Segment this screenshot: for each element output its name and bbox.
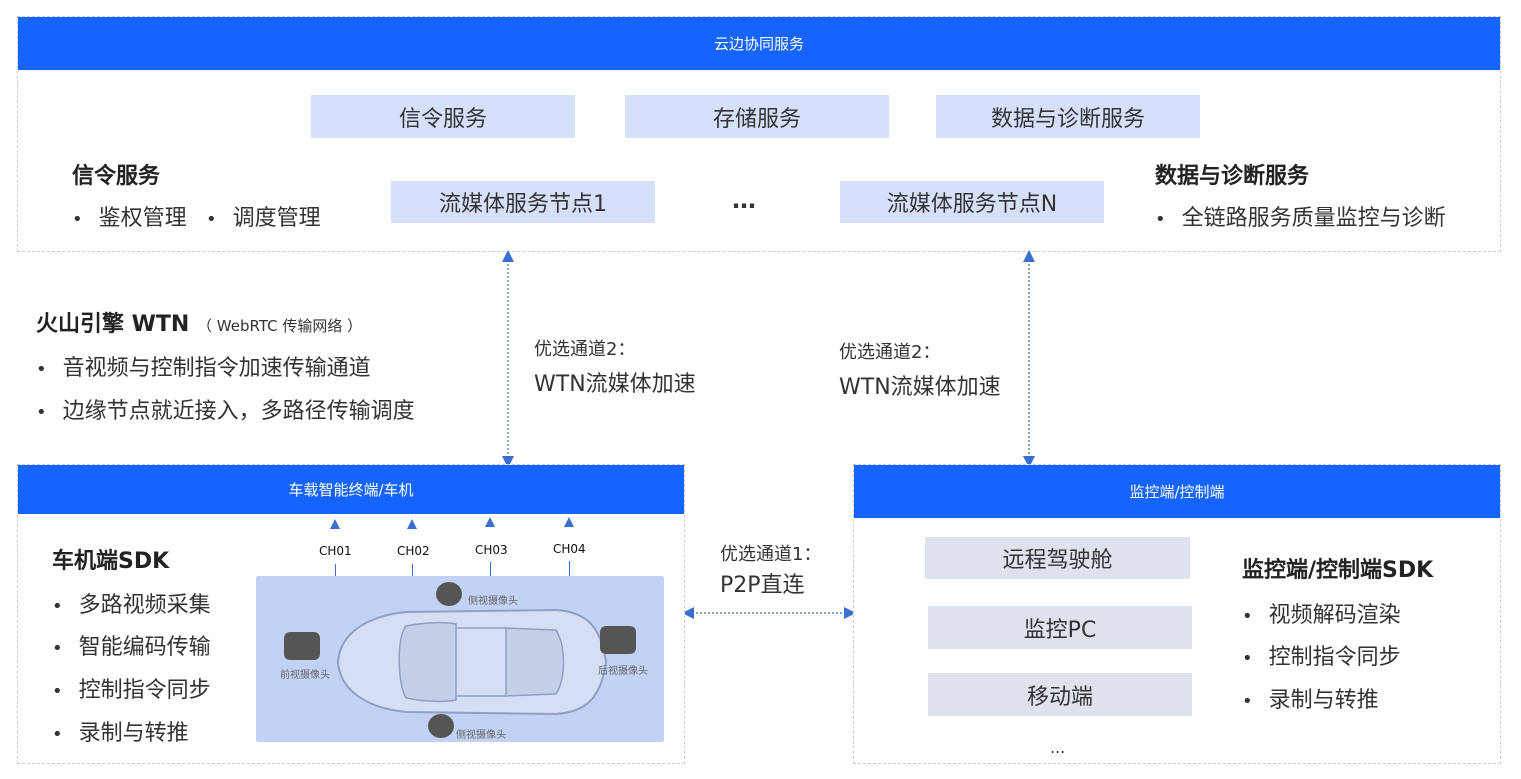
remote-cockpit-box: 远程驾驶舱	[925, 537, 1190, 579]
channel2-left-line1: 优选通道2：	[534, 339, 636, 360]
ch02-line	[412, 564, 413, 578]
rear-camera-icon	[600, 626, 636, 654]
signaling-heading: 信令服务	[72, 164, 161, 189]
car-icon	[336, 608, 608, 716]
monitor-bullet-record: 录制与转推	[1242, 682, 1379, 714]
ch02-label: CH02	[397, 544, 430, 558]
media-node-ellipsis: …	[732, 186, 756, 214]
vehicle-bullet-capture: 多路视频采集	[52, 587, 211, 619]
ch04-line	[569, 561, 570, 578]
monitor-header: 监控端/控制端	[854, 465, 1500, 518]
ch03-arrow-icon	[485, 517, 495, 527]
vehicle-bullet-control: 控制指令同步	[52, 672, 211, 704]
channel1-line2: P2P直连	[720, 573, 805, 598]
ch03-label: CH03	[475, 543, 508, 557]
rear-camera-label: 后视摄像头	[598, 666, 648, 677]
side-camera-top-label: 侧视摄像头	[468, 596, 518, 607]
ch01-line	[335, 564, 336, 578]
car-illustration: 前视摄像头 侧视摄像头 后视摄像头 侧视摄像头	[256, 576, 664, 742]
data-diagnosis-service-box: 数据与诊断服务	[936, 95, 1200, 138]
vehicle-bullet-record: 录制与转推	[52, 715, 189, 747]
front-camera-label: 前视摄像头	[280, 670, 330, 681]
media-node-last: 流媒体服务节点N	[840, 181, 1104, 223]
ch04-label: CH04	[553, 542, 586, 556]
monitor-title: 监控端/控制端	[1129, 483, 1225, 501]
mobile-box: 移动端	[928, 673, 1192, 716]
cloud-header: 云边协同服务	[18, 17, 1500, 70]
channel1-line1: 优选通道1：	[720, 544, 822, 565]
signaling-bullet-schedule: 调度管理	[206, 200, 321, 232]
signaling-bullet-auth: 鉴权管理	[72, 200, 187, 232]
vehicle-header: 车载智能终端/车机	[18, 465, 684, 514]
front-camera-icon	[284, 632, 320, 660]
monitor-pc-box: 监控PC	[928, 606, 1192, 649]
side-camera-bottom-icon	[428, 714, 454, 738]
channel2-left-line2: WTN流媒体加速	[534, 372, 696, 397]
ch03-line	[490, 562, 491, 578]
side-camera-top-icon	[436, 582, 462, 606]
wtn-bullet-channel: 音视频与控制指令加速传输通道	[36, 350, 371, 382]
signaling-service-box: 信令服务	[311, 95, 575, 138]
monitor-bullet-decode: 视频解码渲染	[1242, 597, 1401, 629]
monitor-clients-ellipsis: ...	[1050, 738, 1066, 757]
cloud-title: 云边协同服务	[713, 35, 804, 53]
vehicle-title: 车载智能终端/车机	[288, 481, 414, 499]
channel2-right-line1: 优选通道2：	[839, 342, 941, 363]
monitor-bullet-control: 控制指令同步	[1242, 639, 1401, 671]
monitor-sdk-heading: 监控端/控制端SDK	[1242, 558, 1434, 583]
side-camera-bottom-label: 侧视摄像头	[456, 730, 506, 741]
ch01-label: CH01	[319, 544, 352, 558]
wtn-bullet-edge: 边缘节点就近接入，多路径传输调度	[36, 393, 415, 425]
wtn-heading: 火山引擎 WTN （ WebRTC 传输网络 ）	[36, 312, 363, 337]
vehicle-sdk-heading: 车机端SDK	[52, 549, 170, 574]
vehicle-bullet-encode: 智能编码传输	[52, 629, 211, 661]
data-diagnosis-heading: 数据与诊断服务	[1155, 164, 1310, 189]
data-diagnosis-bullet: 全链路服务质量监控与诊断	[1155, 200, 1446, 232]
storage-service-box: 存储服务	[625, 95, 889, 138]
ch02-arrow-icon	[407, 519, 417, 529]
wtn-note: （ WebRTC 传输网络 ）	[197, 317, 363, 335]
channel2-right-line2: WTN流媒体加速	[839, 375, 1001, 400]
ch01-arrow-icon	[330, 519, 340, 529]
media-node-first: 流媒体服务节点1	[391, 181, 655, 223]
ch04-arrow-icon	[564, 517, 574, 527]
